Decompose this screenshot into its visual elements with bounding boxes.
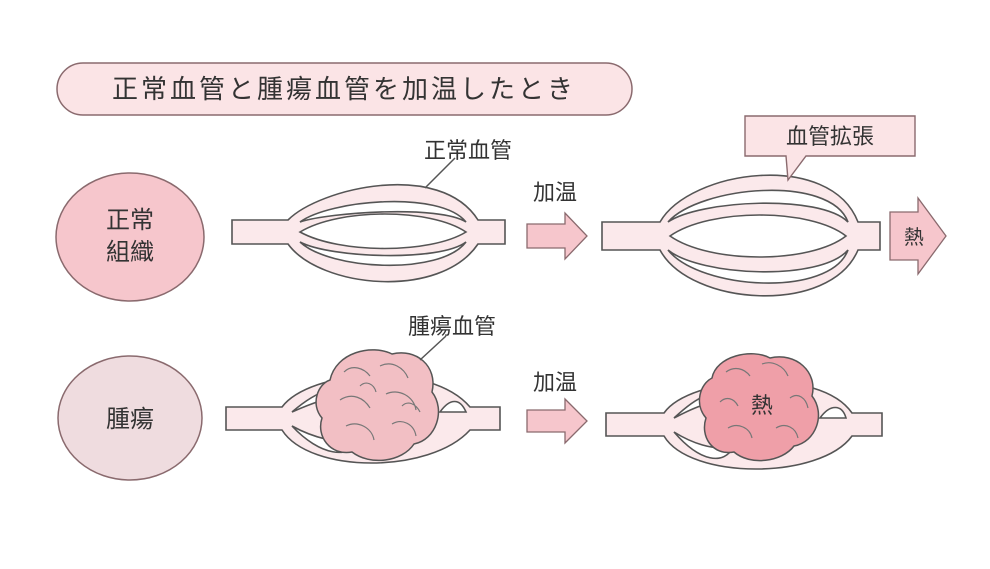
tumor-tissue-label: 腫瘍 <box>106 405 154 433</box>
tumor-heat-label: 熱 <box>751 394 773 419</box>
normal-tissue-circle <box>55 172 205 302</box>
title-text: 正常血管と腫瘍血管を加温したとき <box>112 75 576 105</box>
title-pill <box>56 62 633 116</box>
normal-tissue-label-line1: 正常 <box>106 206 154 234</box>
normal-vessel-after <box>601 174 881 297</box>
title-banner: 正常血管と腫瘍血管を加温したとき <box>56 62 633 116</box>
normal-tissue-label-line2: 組織 <box>106 238 154 266</box>
normal-heat-arrow-label: 加温 <box>533 181 577 206</box>
tumor-tissue-circle <box>57 355 203 481</box>
normal-vessel-before <box>231 183 506 283</box>
tumor-row: 腫瘍 腫瘍血管 加温 熱 <box>57 315 883 481</box>
normal-vessel-leader-line <box>424 157 456 189</box>
normal-heat-arrow <box>526 211 588 261</box>
tumor-heat-arrow <box>526 397 588 445</box>
tumor-mass-before <box>315 349 440 462</box>
tumor-mass-after <box>698 353 820 462</box>
heat-out-arrow-label: 熱 <box>904 225 924 249</box>
normal-vessel-label: 正常血管 <box>424 139 512 164</box>
normal-row: 正常 組織 正常血管 加温 血管拡張 熱 <box>55 115 947 302</box>
heat-out-arrow <box>889 196 947 276</box>
dilation-callout: 血管拡張 <box>744 115 916 182</box>
tumor-vessel-label: 腫瘍血管 <box>408 315 496 340</box>
tumor-vessel-leader-line <box>419 335 447 361</box>
tumor-heat-arrow-label: 加温 <box>533 371 577 396</box>
dilation-callout-text: 血管拡張 <box>786 125 874 150</box>
